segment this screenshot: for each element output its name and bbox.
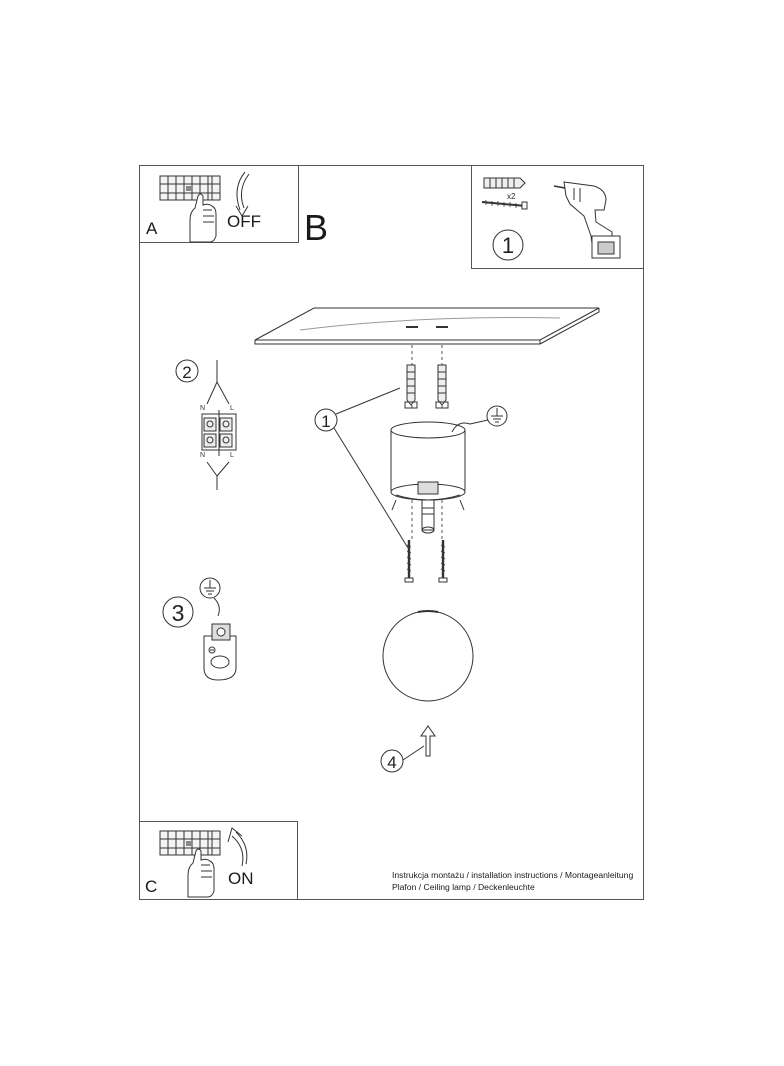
off-label: OFF <box>227 212 261 231</box>
hand-icon <box>189 193 217 243</box>
document-caption: Instrukcja montażu / installation instru… <box>392 869 633 893</box>
caption-line-2: Plafon / Ceiling lamp / Deckenleuchte <box>392 882 535 892</box>
live-top-label: L <box>230 405 234 412</box>
svg-text:1: 1 <box>502 233 514 258</box>
step-1-callout: 1 <box>314 387 409 549</box>
svg-text:3: 3 <box>172 600 185 626</box>
step-4-callout: 4 <box>380 725 436 773</box>
arrow-up-icon <box>227 827 248 867</box>
ground-terminal-icon <box>203 623 237 681</box>
screw-icon <box>481 200 528 210</box>
panel-a-letter: A <box>146 219 158 238</box>
svg-text:2: 2 <box>182 363 191 382</box>
neutral-bottom-label: N <box>200 452 205 459</box>
step-1-badge: 1 <box>492 229 524 261</box>
arrow-down-icon <box>235 171 250 217</box>
panel-b-letter: B <box>304 207 329 248</box>
panel-c-letter: C <box>145 877 158 896</box>
ceiling-plate <box>254 307 600 345</box>
step-2-callout: 2 <box>175 359 199 383</box>
neutral-top-label: N <box>200 405 205 412</box>
quantity-label: x2 <box>507 192 516 201</box>
caption-line-1: Instrukcja montażu / installation instru… <box>392 870 634 880</box>
wall-plug-icon <box>483 177 526 189</box>
wall-plug-left <box>404 364 418 409</box>
screw-left <box>404 540 414 583</box>
on-label: ON <box>228 869 254 888</box>
globe-lamp-shade <box>382 610 474 702</box>
svg-text:4: 4 <box>387 753 396 772</box>
live-bottom-label: L <box>230 452 234 459</box>
hand-on-icon <box>187 848 215 898</box>
terminal-block-icon <box>201 360 237 490</box>
screw-right <box>438 540 448 583</box>
ground-symbol-step3-icon <box>199 577 221 617</box>
mounting-cup <box>390 419 489 534</box>
instruction-sheet-frame <box>139 165 644 900</box>
breaker-box-off-icon <box>159 175 221 201</box>
ground-icon <box>486 405 508 427</box>
breaker-box-on-icon <box>159 830 221 856</box>
drill-icon <box>553 181 621 259</box>
wall-plug-right <box>435 364 449 409</box>
svg-text:1: 1 <box>321 412 330 431</box>
step-3-callout: 3 <box>162 596 194 628</box>
